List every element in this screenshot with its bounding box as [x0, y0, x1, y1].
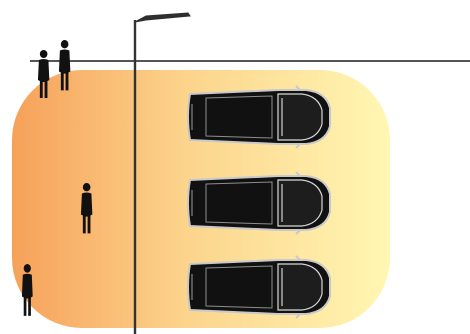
- suv-vehicle-icon: [187, 171, 331, 235]
- street-light-head-icon: [134, 12, 191, 23]
- suv-vehicle-icon: [187, 85, 331, 149]
- suv-vehicle-icon: [187, 255, 331, 319]
